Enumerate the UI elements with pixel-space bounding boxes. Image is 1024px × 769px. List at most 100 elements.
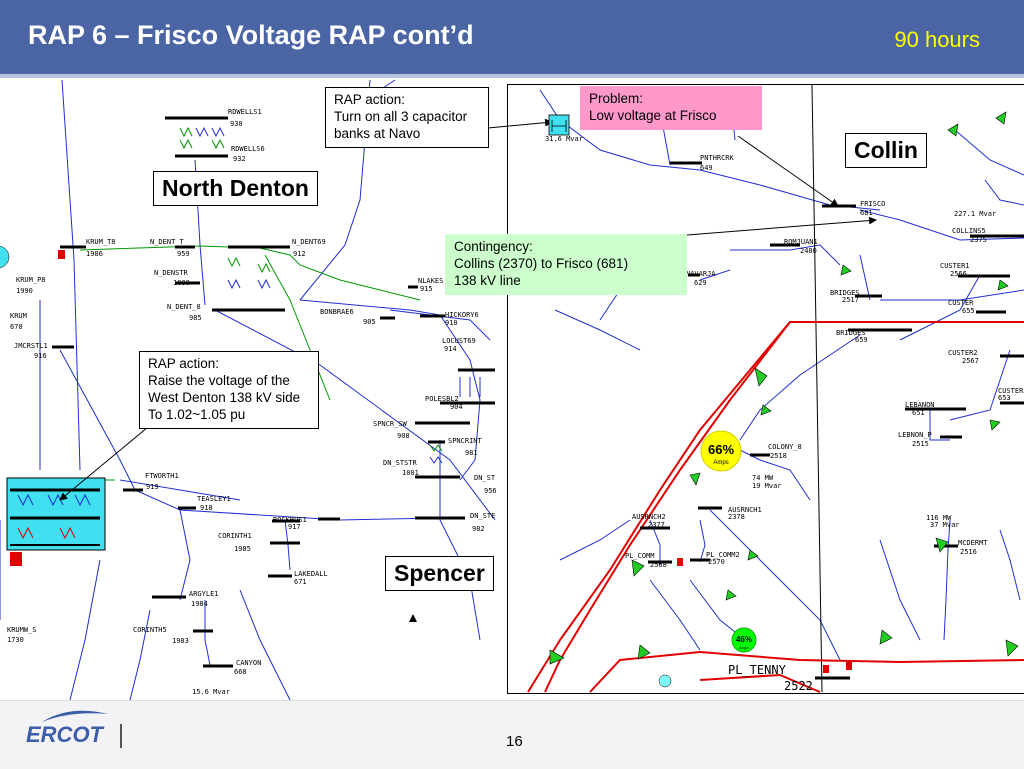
bus-number: 653 <box>998 394 1011 402</box>
pl-comm-gauge-unit: Amps <box>739 645 749 650</box>
left-transformers <box>179 126 481 464</box>
bus-label: POLESBL2 <box>425 395 459 403</box>
contingency-callout: Contingency: Collins (2370) to Frisco (6… <box>445 234 687 295</box>
spencer-label: Spencer <box>385 556 494 591</box>
west-denton-breaker <box>10 552 22 566</box>
bus-label: N_DENT_8 <box>167 303 201 311</box>
bus-label: ROCKRUS1 <box>273 516 307 524</box>
left-blue-lines <box>0 79 496 701</box>
bus-number: 918 <box>200 504 213 512</box>
slide-footer <box>0 700 1024 769</box>
pl-comm-gauge-value: 46% <box>736 635 752 644</box>
bus-label: AUSRNCH1 <box>728 506 762 514</box>
bus-label: MCDERMT <box>958 539 988 547</box>
bus-label: DN_STSTR <box>383 459 418 467</box>
navo-capacitor-box <box>548 114 570 136</box>
callout-line: RAP action: <box>148 356 220 371</box>
callout-line: Raise the voltage of the <box>148 373 290 388</box>
flow-values: 31.6 Mvar 227.1 Mvar 74 MW 19 Mvar 116 M… <box>192 135 996 696</box>
colony-mvar: 19 Mvar <box>752 482 782 490</box>
bus-number: 681 <box>860 209 873 217</box>
bus-number: 1984 <box>191 600 208 608</box>
bus-label: NAVARJA <box>686 270 716 278</box>
bus-label: N_DENT_T <box>150 238 185 246</box>
callout-line: Low voltage at Frisco <box>589 108 717 123</box>
canyon-mvar: 15.6 Mvar <box>192 688 230 696</box>
north-denton-label: North Denton <box>153 171 318 206</box>
bus-label: KRUM <box>10 312 27 320</box>
bus-label: SPNCR_SW <box>373 420 408 428</box>
bus-number: 2568 <box>650 561 667 569</box>
colony-gauge-unit: Amps <box>713 460 728 466</box>
bus-label: CUSTER <box>948 299 974 307</box>
bus-number: 1730 <box>7 636 24 644</box>
bus-number: 908 <box>397 432 410 440</box>
bus-label: COLONY_8 <box>768 443 802 451</box>
ercot-logo-swoosh <box>42 710 108 722</box>
bus-label: LEBNON_P <box>898 431 932 439</box>
callout-line: 138 kV line <box>454 273 521 288</box>
bus-label: COLLINS5 <box>952 227 986 235</box>
pl-tenny-small-gauge <box>658 674 672 688</box>
bus-number: 2516 <box>960 548 977 556</box>
callout-line: RAP action: <box>334 92 406 107</box>
bus-number: 985 <box>189 314 202 322</box>
bus-label: LAKEDALL <box>294 570 328 578</box>
bus-label: PL_COMM2 <box>706 551 740 559</box>
bus-number: 905 <box>363 318 376 326</box>
colony-gauge: 66% Amps <box>700 430 742 472</box>
bus-number: 670 <box>10 323 23 331</box>
bus-label: PL_COMM <box>625 552 655 560</box>
colony-mw: 74 MW <box>752 474 774 482</box>
bus-labels: RDWELLS1 930 RDWELLS6 932 KRUM_T8 1986 N… <box>7 108 1024 693</box>
callout-line: Collins (2370) to Frisco (681) <box>454 256 629 271</box>
bus-label: KRUMW_S <box>7 626 37 634</box>
bus-number: 1001 <box>402 469 419 477</box>
bus-number: 1009 <box>173 279 190 287</box>
bus-label: BRIDGES <box>836 329 866 337</box>
bus-number: 982 <box>472 525 485 533</box>
callout-line: West Denton 138 kV side <box>148 390 301 405</box>
bus-label: LEBANON <box>905 401 935 409</box>
logo-divider <box>120 724 122 748</box>
bus-label: KRUM_T8 <box>86 238 116 246</box>
bus-label: KRUM_P8 <box>16 276 46 284</box>
bus-number: 2567 <box>962 357 979 365</box>
bus-label: PNTHRCRK <box>700 154 735 162</box>
bus-number: 2518 <box>770 452 787 460</box>
bus-label: BRIDGES <box>830 289 860 297</box>
bus-number: 1983 <box>172 637 189 645</box>
rap-west-denton-arrow <box>59 426 149 501</box>
bus-number: 981 <box>465 449 478 457</box>
mcdermott-mw: 116 MW <box>926 514 952 522</box>
bus-number: 912 <box>293 250 306 258</box>
bus-label: N_DENT69 <box>292 238 326 246</box>
colony-gauge-value: 66% <box>708 442 734 457</box>
bus-label: RDWELLS1 <box>228 108 262 116</box>
left-edge-gauge <box>0 245 10 269</box>
bus-label: NLAKES <box>418 277 443 285</box>
bus-label: CUSTER2 <box>998 387 1024 395</box>
bus-number: 915 <box>420 285 433 293</box>
collins-mvar: 227.1 Mvar <box>954 210 996 218</box>
callout-line: Turn on all 3 capacitor <box>334 109 468 124</box>
rap-navo-arrow <box>487 118 553 129</box>
krum-breaker <box>58 250 65 259</box>
bus-label: CUSTER2 <box>948 349 978 357</box>
bus-label: RDWELLS6 <box>231 145 265 153</box>
callout-line: Problem: <box>589 91 644 106</box>
slide-title: RAP 6 – Frisco Voltage RAP cont’d <box>28 20 474 50</box>
bus-number: 649 <box>700 164 713 172</box>
bus-label: CUSTER1 <box>940 262 970 270</box>
bus-label: JMCRSTL1 <box>14 342 48 350</box>
bus-label: ARGYLE1 <box>189 590 219 598</box>
bus-label: LOCUST69 <box>442 337 476 345</box>
callout-line: banks at Navo <box>334 126 421 141</box>
bus-number: 916 <box>34 352 47 360</box>
bus-number: 2517 <box>842 296 859 304</box>
hours-label: 90 hours <box>894 27 980 52</box>
bus-number: 659 <box>855 336 868 344</box>
spencer-marker <box>409 614 417 622</box>
bus-label: BONBRAE6 <box>320 308 354 316</box>
bus-number: 655 <box>962 307 975 315</box>
